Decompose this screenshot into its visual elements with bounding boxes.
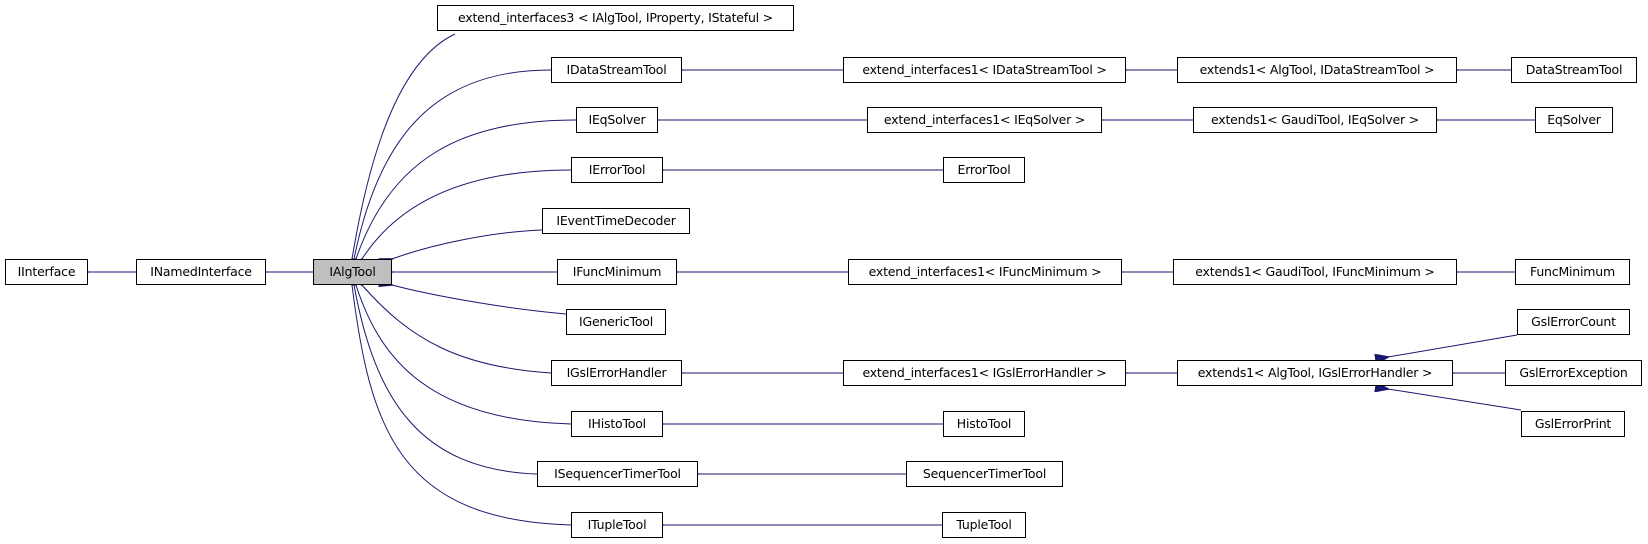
node-sequencertimertool[interactable]: SequencerTimerTool	[906, 461, 1063, 487]
node-extend-interfaces1-igslerrorhandler[interactable]: extend_interfaces1< IGslErrorHandler >	[843, 360, 1126, 386]
node-idatastreamtool[interactable]: IDataStreamTool	[551, 57, 682, 83]
node-datastreamtool[interactable]: DataStreamTool	[1511, 57, 1637, 83]
node-errortool[interactable]: ErrorTool	[943, 157, 1025, 183]
node-tupletool[interactable]: TupleTool	[942, 512, 1026, 538]
node-isequencertimertool[interactable]: ISequencerTimerTool	[537, 461, 698, 487]
node-funcminimum[interactable]: FuncMinimum	[1515, 259, 1630, 285]
node-gslerrorexception[interactable]: GslErrorException	[1505, 360, 1642, 386]
node-igslerrorhandler[interactable]: IGslErrorHandler	[551, 360, 682, 386]
edge-isequencertimertool-to-ialgtool	[354, 285, 538, 475]
node-iinterface[interactable]: IInterface	[5, 259, 88, 285]
node-extends1-algtool-idatastreamtool[interactable]: extends1< AlgTool, IDataStreamTool >	[1177, 57, 1457, 83]
edge-ituple tool-to-ialgtool	[352, 285, 572, 526]
node-gslerrorprint[interactable]: GslErrorPrint	[1521, 411, 1625, 437]
node-extends1-gauditool-ifuncminimum[interactable]: extends1< GaudiTool, IFuncMinimum >	[1173, 259, 1457, 285]
edge-ierrortool-to-ialgtool	[362, 169, 572, 259]
node-histotool[interactable]: HistoTool	[943, 411, 1025, 437]
node-extend-interfaces1-idatastreamtool[interactable]: extend_interfaces1< IDataStreamTool >	[843, 57, 1126, 83]
node-ieventtimedecoder[interactable]: IEventTimeDecoder	[542, 208, 690, 234]
edge-extend-interfaces3-to-ialgtool	[352, 33, 456, 259]
node-ihistotool[interactable]: IHistoTool	[571, 411, 663, 437]
edge-ieventtimedecoder-to-ialgtool	[392, 229, 543, 259]
edge-igenerictool-to-ialgtool	[392, 285, 567, 315]
node-ituple tool[interactable]: ITupleTool	[571, 512, 663, 538]
node-extend-interfaces3[interactable]: extend_interfaces3 < IAlgTool, IProperty…	[437, 5, 794, 31]
node-gslerrorcount[interactable]: GslErrorCount	[1517, 309, 1630, 335]
edge-igslerrorhandler-to-ialgtool	[362, 285, 552, 374]
node-ifuncminimum[interactable]: IFuncMinimum	[557, 259, 677, 285]
node-igenerictool[interactable]: IGenericTool	[566, 309, 666, 335]
edge-ieqsolver-to-ialgtool	[356, 119, 577, 259]
edge-ihistotool-to-ialgtool	[356, 285, 572, 425]
node-extend-interfaces1-ifuncminimum[interactable]: extend_interfaces1< IFuncMinimum >	[848, 259, 1122, 285]
node-eqsolver[interactable]: EqSolver	[1535, 107, 1613, 133]
node-extends1-gauditool-ieqsolver[interactable]: extends1< GaudiTool, IEqSolver >	[1193, 107, 1437, 133]
node-extend-interfaces1-ieqsolver[interactable]: extend_interfaces1< IEqSolver >	[867, 107, 1102, 133]
node-extends1-algtool-igslerrorhandler[interactable]: extends1< AlgTool, IGslErrorHandler >	[1177, 360, 1453, 386]
node-ieqsolver[interactable]: IEqSolver	[576, 107, 658, 133]
node-inamedinterface[interactable]: INamedInterface	[136, 259, 266, 285]
node-ierrortool[interactable]: IErrorTool	[571, 157, 663, 183]
node-ialgtool: IAlgTool	[313, 259, 392, 285]
edge-idatastreamtool-to-ialgtool	[354, 69, 552, 259]
